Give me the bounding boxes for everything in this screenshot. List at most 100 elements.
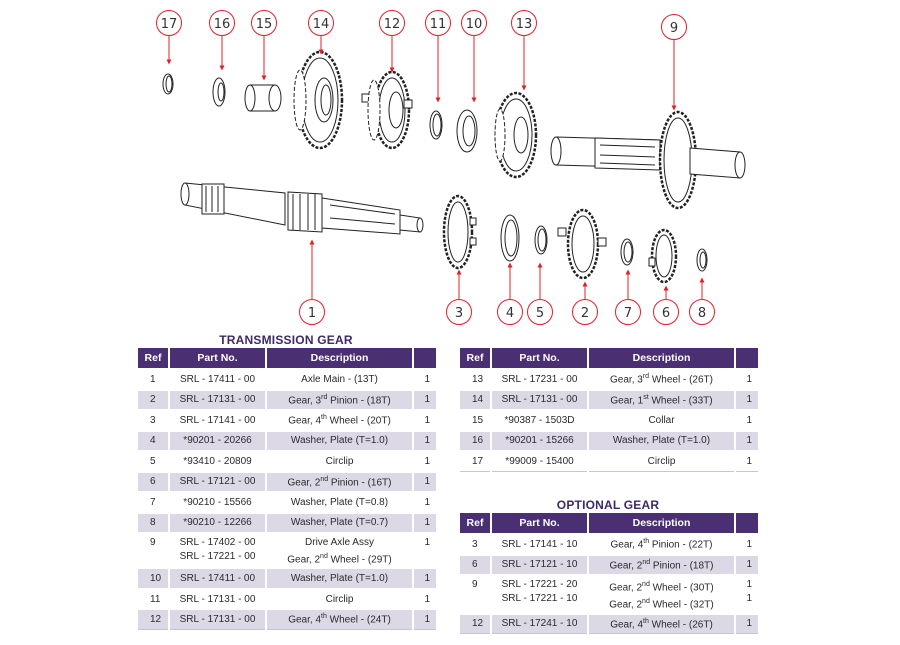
description-text: Gear, 4 (288, 614, 322, 626)
callout-17[interactable]: 17 (156, 10, 182, 65)
ref-cell: 1 (150, 373, 156, 385)
qty: 1 (424, 537, 430, 548)
qty-cell: 1 (736, 614, 758, 635)
part-no-cell: SRL - 17411 - 00 (170, 370, 265, 389)
callout-11[interactable]: 11 (425, 10, 451, 103)
part-no-cell: SRL - 17131 - 00 (170, 390, 265, 409)
part-no: *90201 - 15266 (505, 435, 574, 447)
ref-cell: 9 (150, 537, 156, 548)
part-11-circlip[interactable] (429, 110, 443, 140)
description: Circlip (269, 456, 410, 467)
callout-9[interactable]: 9 (661, 14, 687, 111)
description: Gear, 2nd Wheel - (29T) (269, 550, 410, 567)
part-no: SRL - 17121 - 10 (501, 559, 578, 571)
part-16-washer[interactable] (212, 77, 226, 107)
part-no: SRL - 17411 - 00 (179, 573, 256, 585)
callout-circle (446, 299, 472, 325)
callout-5[interactable]: 5 (527, 262, 553, 325)
ref-cell: 4 (138, 431, 168, 450)
callout-12[interactable]: 12 (379, 10, 405, 73)
callout-number: 16 (214, 17, 231, 32)
callout-6[interactable]: 6 (653, 285, 679, 325)
ordinal-suffix: th (643, 538, 650, 546)
part-12-gear[interactable] (361, 70, 413, 150)
description: Washer, Plate (T=0.7) (269, 517, 410, 528)
callout-1[interactable]: 1 (299, 239, 325, 325)
description-text: Circlip (325, 593, 354, 605)
callout-2[interactable]: 2 (572, 281, 598, 325)
callout-14[interactable]: 14 (308, 10, 334, 55)
description-cell: Washer, Plate (T=0.8) (267, 493, 412, 512)
part-15-collar[interactable] (244, 84, 282, 112)
part-6-gear[interactable] (648, 228, 678, 284)
part-no-cell: *90210 - 12266 (170, 513, 265, 532)
callout-16[interactable]: 16 (209, 10, 235, 71)
qty: 1 (424, 593, 430, 605)
part-1-main-axle[interactable] (180, 182, 424, 235)
description-text: Pinion - (18T) (327, 394, 391, 406)
ordinal-suffix: nd (642, 581, 650, 588)
description: Collar (591, 415, 732, 426)
description-text: Gear, 3 (610, 374, 643, 386)
part-8-washer[interactable] (696, 248, 708, 272)
part-10-washer[interactable] (456, 109, 478, 153)
qty: 1 (424, 496, 430, 508)
callout-13[interactable]: 13 (511, 10, 537, 91)
qty-cell: 1 (414, 431, 436, 450)
part-5-circlip[interactable] (534, 225, 548, 255)
description-text: Wheel - (29T) (327, 554, 392, 566)
description-text: Wheel - (33T) (648, 394, 713, 406)
description-text: Wheel - (30T) (649, 582, 714, 594)
part-7-washer[interactable] (620, 238, 634, 266)
ordinal-suffix: st (643, 393, 649, 401)
callout-number: 15 (256, 17, 273, 32)
callout-3[interactable]: 3 (446, 269, 472, 325)
transmission-gear-title: TRANSMISSION GEAR (219, 333, 353, 347)
part-17-circlip[interactable] (162, 73, 174, 95)
callout-8[interactable]: 8 (689, 277, 715, 325)
part-no-cell: SRL - 17121 - 00 (170, 472, 265, 491)
part-4-washer[interactable] (500, 214, 520, 262)
part-14-gear[interactable] (293, 50, 344, 150)
part-3-gear[interactable] (442, 194, 477, 270)
ref-cell: 2 (138, 390, 168, 409)
callout-7[interactable]: 7 (615, 269, 641, 325)
callout-4[interactable]: 4 (497, 262, 523, 325)
part-9-drive-axle[interactable] (550, 110, 746, 210)
qty: 1 (424, 435, 430, 447)
qty: 1 (424, 414, 430, 426)
callout-15[interactable]: 15 (251, 10, 277, 81)
part-13-gear[interactable] (494, 91, 538, 179)
ref-cell: 3 (150, 414, 156, 426)
qty-cell: 1 (414, 534, 436, 567)
part-2-gear[interactable] (557, 208, 607, 280)
callout-10[interactable]: 10 (461, 10, 487, 103)
description: Gear, 2nd Pinion - (18T) (591, 559, 732, 571)
part-no: *93410 - 20809 (183, 455, 252, 467)
callout-circle (156, 10, 182, 36)
qty-cell: 1 (736, 390, 758, 409)
callout-number: 4 (506, 306, 514, 321)
description-text: Axle Main - (13T) (301, 373, 378, 385)
